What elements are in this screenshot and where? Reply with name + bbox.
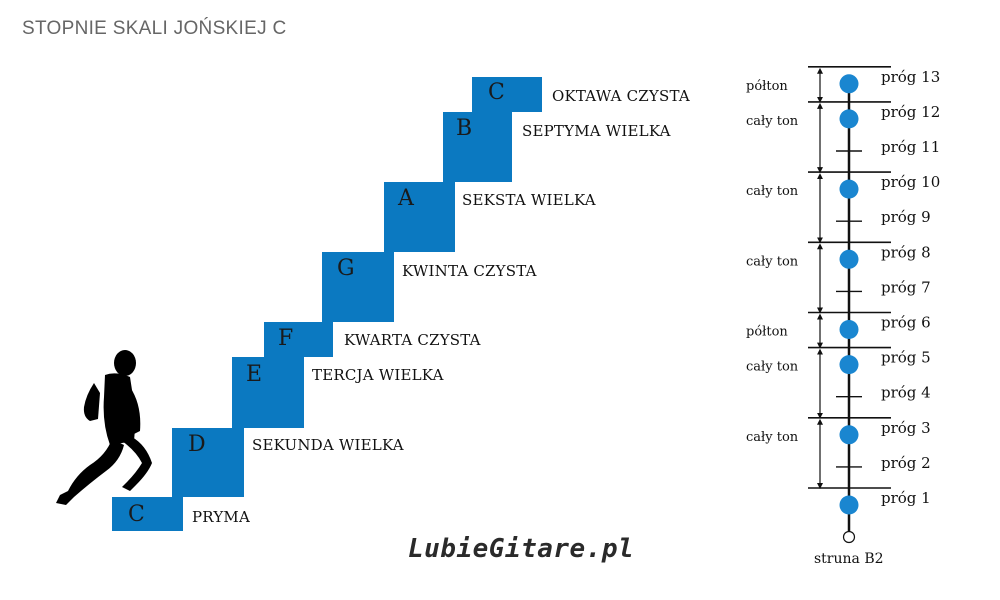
note-label-c-octave: C xyxy=(488,80,505,105)
step-label: cały ton xyxy=(746,114,799,129)
fret-dot xyxy=(839,179,859,199)
interval-label: PRYMA xyxy=(192,508,251,526)
fret-dot xyxy=(839,320,859,339)
page-title: STOPNIE SKALI JOŃSKIEJ C xyxy=(22,18,287,39)
note-label-a: A xyxy=(398,186,414,211)
string-label: struna B2 xyxy=(814,551,884,567)
note-label-g: G xyxy=(337,256,355,281)
fret-label: próg 2 xyxy=(881,454,931,472)
step-block xyxy=(264,322,333,357)
step-label: cały ton xyxy=(746,430,799,445)
step-label: półton xyxy=(746,79,788,94)
fret-label: próg 7 xyxy=(881,278,931,296)
step-label: cały ton xyxy=(746,184,799,199)
step-block xyxy=(172,428,244,497)
fret-dot xyxy=(839,74,859,94)
step-block xyxy=(443,112,512,182)
site-logo: LubieGitare.pl xyxy=(408,534,635,564)
step-label: cały ton xyxy=(746,360,799,375)
interval-label: KWARTA CZYSTA xyxy=(344,331,481,349)
fret-label: próg 10 xyxy=(881,173,940,191)
note-label-e: E xyxy=(246,362,263,387)
fret-label: próg 13 xyxy=(881,68,940,86)
fret-label: próg 3 xyxy=(881,419,931,437)
fret-label: próg 6 xyxy=(881,314,931,332)
fret-label: próg 1 xyxy=(881,489,931,507)
fret-label: próg 4 xyxy=(881,384,931,402)
fret-label: próg 12 xyxy=(881,103,940,121)
interval-label: TERCJA WIELKA xyxy=(312,366,444,384)
fret-label: próg 9 xyxy=(881,208,931,226)
interval-label: SEKUNDA WIELKA xyxy=(252,436,404,454)
step-block xyxy=(322,252,394,322)
fret-label: próg 5 xyxy=(881,349,931,367)
fret-dot xyxy=(839,355,859,375)
interval-label: OKTAWA CZYSTA xyxy=(552,87,690,105)
interval-label: KWINTA CZYSTA xyxy=(402,262,537,280)
note-label-f: F xyxy=(278,326,294,351)
step-label: półton xyxy=(746,325,788,340)
note-label-d: D xyxy=(188,432,206,457)
interval-label: SEPTYMA WIELKA xyxy=(522,122,671,140)
fret-dot xyxy=(839,425,859,445)
step-label: cały ton xyxy=(746,254,799,269)
interval-label: SEKSTA WIELKA xyxy=(462,191,596,209)
step-block xyxy=(472,77,542,112)
fret-dot xyxy=(839,109,859,129)
step-block xyxy=(384,182,455,252)
fret-label: próg 8 xyxy=(881,243,931,261)
fret-dot xyxy=(839,249,859,269)
fret-dot xyxy=(839,495,859,515)
step-block xyxy=(232,357,304,428)
note-label-c: C xyxy=(128,502,145,527)
step-block xyxy=(112,497,183,531)
note-label-b: B xyxy=(456,116,473,141)
open-string-marker xyxy=(842,530,856,544)
runner-silhouette-icon xyxy=(56,350,152,505)
fret-label: próg 11 xyxy=(881,138,940,156)
